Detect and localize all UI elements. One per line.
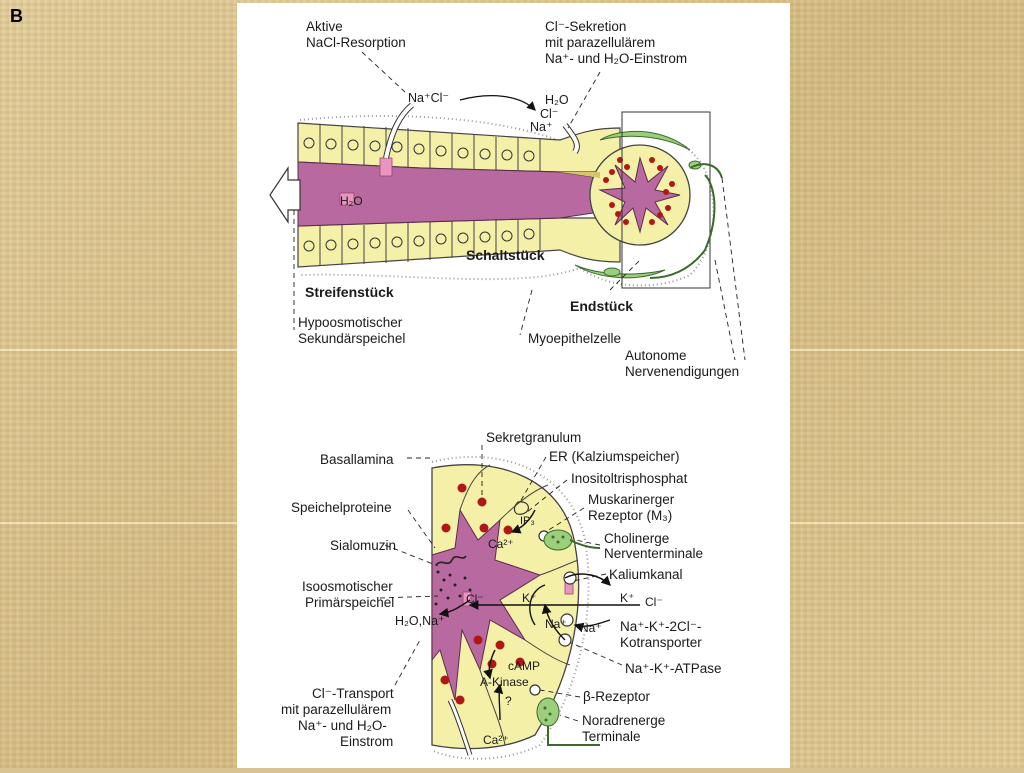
label-muskarin-1: Muskarinerger	[588, 492, 675, 507]
label-secretion-1: Cl⁻-Sekretion	[545, 19, 626, 34]
transfer-arrow	[459, 95, 536, 111]
label-kaliumkanal: Kaliumkanal	[609, 567, 683, 582]
ion-na: Na⁺	[530, 120, 553, 134]
salivary-gland-diagram: Aktive NaCl-Resorption Cl⁻-Sekretion mit…	[269, 19, 746, 760]
label-kotransporter-2: Kotransporter	[620, 635, 702, 650]
label-cl-transport-3: Na⁺- und H₂O-	[298, 718, 387, 733]
ion-cl-outside: Cl⁻	[645, 595, 663, 609]
label-noradrenerg-2: Terminale	[582, 729, 641, 744]
label-noradrenerg-1: Noradrenerge	[582, 713, 665, 728]
acinar-cell-diagram: Sekretgranulum Basallamina ER (Kalziumsp…	[281, 430, 722, 760]
label-hypo-2: Sekundärspeichel	[298, 331, 405, 346]
ion-ip3: IP₃	[520, 515, 535, 527]
sialomucin-chain	[435, 555, 467, 566]
label-active-resorption-1: Aktive	[306, 19, 343, 34]
ion-nacl: Na⁺Cl⁻	[408, 91, 449, 105]
cell-borders	[319, 124, 541, 266]
label-inositol: Inositoltrisphosphat	[571, 471, 688, 486]
label-endstueck: Endstück	[570, 298, 633, 314]
ion-k-inside: K⁺	[522, 591, 536, 605]
label-secretion-3: Na⁺- und H₂O-Einstrom	[545, 51, 687, 66]
label-camp: cAMP	[508, 659, 540, 673]
label-kotransporter-1: Na⁺-K⁺-2Cl⁻-	[620, 619, 701, 634]
label-basallamina: Basallamina	[320, 452, 394, 467]
nacl-channel	[379, 157, 393, 177]
transport-arrows	[438, 509, 640, 721]
ion-h2o: H₂O	[545, 93, 569, 107]
detail-box	[621, 111, 711, 289]
label-secretion-2: mit parazellulärem	[545, 35, 655, 50]
sialomucin-dots	[434, 570, 472, 606]
label-question: ?	[505, 694, 512, 708]
nerve-fibers	[649, 163, 723, 279]
label-atpase: Na⁺-K⁺-ATPase	[625, 661, 722, 676]
figure-letter: B	[10, 6, 23, 26]
ion-ca-extracellular: Ca²⁺	[483, 733, 509, 747]
label-active-resorption-2: NaCl-Resorption	[306, 35, 406, 50]
bottom-leaders	[379, 445, 623, 722]
leader-lines	[293, 51, 746, 361]
label-cl-transport-4: Einstrom	[340, 734, 393, 749]
ion-cl-lumen: Cl⁻	[466, 592, 484, 606]
label-hypo-1: Hypoosmotischer	[298, 315, 403, 330]
nerve-terminals	[536, 529, 601, 746]
label-er: ER (Kalziumspeicher)	[549, 449, 680, 464]
label-cl-transport-2: mit parazellulärem	[281, 702, 391, 717]
label-myoepithel: Myoepithelzelle	[528, 331, 621, 346]
ion-ca-intracellular: Ca²⁺	[488, 537, 514, 551]
label-muskarin-2: Rezeptor (M₃)	[588, 508, 672, 523]
label-sekretgranulum: Sekretgranulum	[486, 430, 581, 445]
ion-na-inside: Na⁺	[545, 617, 567, 631]
lumen-h2o: H₂O	[340, 194, 363, 208]
nuclei	[303, 137, 535, 252]
h2o-marker	[339, 192, 355, 206]
label-cl-transport-1: Cl⁻-Transport	[312, 686, 394, 701]
duct-epithelium-lower	[297, 217, 621, 268]
label-autonome-2: Nervenendigungen	[625, 364, 739, 379]
label-sialomuzin: Sialomuzin	[330, 538, 396, 553]
er-store	[513, 501, 529, 515]
schaltstueck-stripe	[560, 172, 600, 178]
label-cholinerge-1: Cholinerge	[604, 531, 669, 546]
cell-membranes	[459, 464, 579, 746]
label-autonome-1: Autonome	[625, 348, 687, 363]
cl-channel	[462, 591, 472, 607]
ion-na-outside: Na⁺	[580, 621, 602, 635]
ion-h2o-na: H₂O,Na⁺	[395, 614, 445, 628]
figure-panel: Aktive NaCl-Resorption Cl⁻-Sekretion mit…	[237, 3, 790, 768]
label-cholinerge-2: Nerventerminale	[604, 546, 703, 561]
label-streifenstueck: Streifenstück	[305, 284, 394, 300]
vesicles	[543, 535, 565, 722]
basal-lamina	[299, 115, 715, 287]
label-beta: β-Rezeptor	[583, 689, 651, 704]
secretory-granules	[603, 157, 675, 225]
ion-cl: Cl⁻	[540, 107, 558, 121]
label-akinase: A-Kinase	[480, 675, 529, 689]
label-speichelproteine: Speichelproteine	[291, 500, 392, 515]
beta-receptor	[529, 684, 541, 696]
label-isoosmotisch-2: Primärspeichel	[305, 595, 394, 610]
label-isoosmotisch-1: Isoosmotischer	[302, 579, 393, 594]
outflow-arrow	[269, 166, 301, 224]
duct-diagram: Aktive NaCl-Resorption Cl⁻-Sekretion mit…	[269, 19, 746, 379]
label-schaltstueck: Schaltstück	[466, 247, 545, 263]
ion-k-outside: K⁺	[620, 591, 634, 605]
cotransporter	[560, 613, 574, 627]
